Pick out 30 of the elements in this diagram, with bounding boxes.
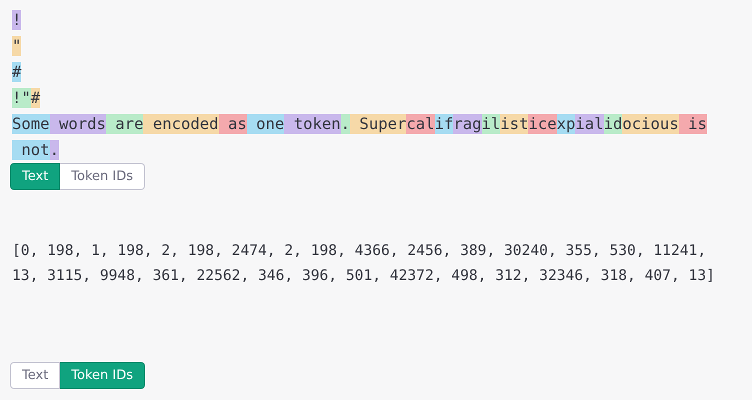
token-highlight: Some xyxy=(12,114,50,134)
token-highlight: xp xyxy=(556,114,576,134)
token-highlight: ! xyxy=(12,10,22,30)
token-highlight: ial xyxy=(575,114,604,134)
token-highlight: " xyxy=(12,36,22,56)
token-highlight: !" xyxy=(12,88,31,108)
token-highlight: are xyxy=(106,114,144,134)
token-highlight: token xyxy=(284,114,341,134)
token-highlight: rag xyxy=(453,114,482,134)
token-highlight: not xyxy=(12,140,50,160)
token-highlight: ocious xyxy=(622,114,679,134)
token-highlight: Super xyxy=(350,114,406,134)
token-id-list: [0, 198, 1, 198, 2, 198, 2474, 2, 198, 4366, 2456, 389, 30240, 355, 530, 11241, 13, 3115, 9948, 361, 22562, 346, 396, 501, 42372, 498, 312, 32346, 318, 407, 13] xyxy=(12,238,737,288)
token-highlight: il xyxy=(482,114,500,134)
token-ids-tab: Token IDs xyxy=(60,163,146,190)
token-highlight: as xyxy=(218,114,247,134)
token-ids-tab: Token IDs xyxy=(60,362,146,389)
text-tab: Text xyxy=(10,163,60,190)
token-highlight: ice xyxy=(528,114,557,134)
token-highlight: ist xyxy=(500,114,528,134)
token-highlight: one xyxy=(246,114,284,134)
token-highlight: words xyxy=(50,114,106,134)
token-highlight: cal xyxy=(406,114,435,134)
token-highlight: # xyxy=(12,62,22,82)
text-tab: Text xyxy=(10,362,60,389)
token-highlight: # xyxy=(30,88,40,108)
token-highlight: is xyxy=(678,114,707,134)
token-highlight: id xyxy=(604,114,622,134)
token-highlight: encoded xyxy=(143,114,219,134)
token-highlight: if xyxy=(434,114,454,134)
